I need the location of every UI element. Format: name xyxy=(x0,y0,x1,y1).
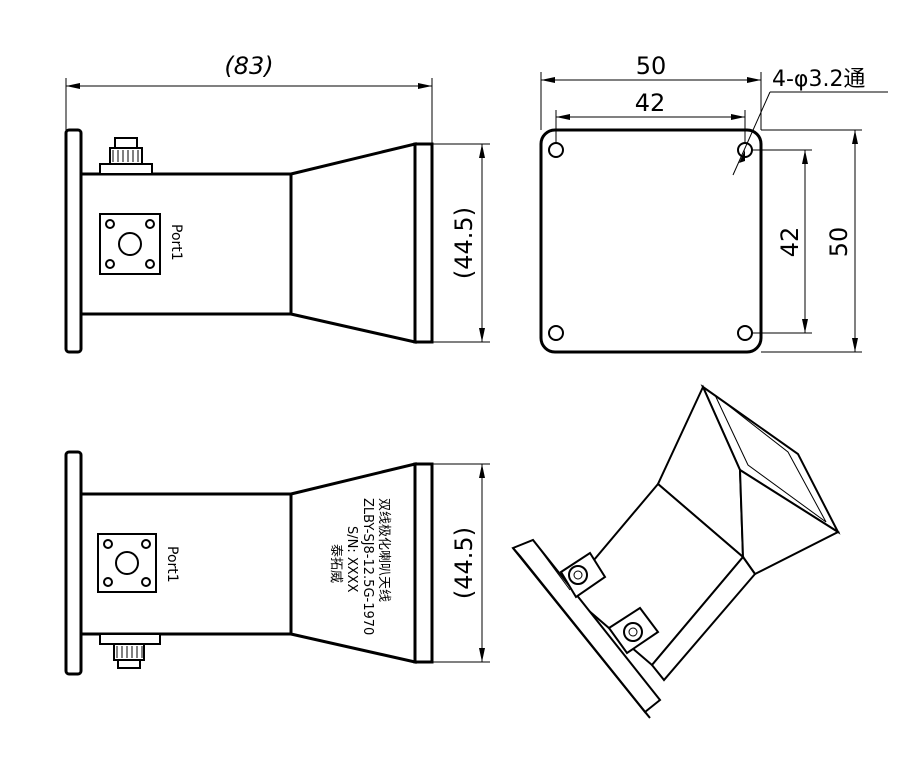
sma-connector-icon xyxy=(99,633,161,669)
sma-connector-icon xyxy=(99,137,153,175)
width-dimension: (83) xyxy=(224,52,273,80)
flange xyxy=(64,450,83,676)
waveguide-body xyxy=(79,492,293,636)
hole-spacing-height-dimension: 42 xyxy=(776,227,804,258)
nameplate-line4: 泰拓威 xyxy=(328,544,343,583)
outer-height-dimension: 50 xyxy=(825,227,853,258)
aperture-flange xyxy=(413,142,434,344)
horn-taper xyxy=(289,142,417,344)
isometric-view xyxy=(511,384,841,719)
nameplate-line3: S/N: XXXX xyxy=(344,526,359,593)
port-flange-icon xyxy=(97,533,157,593)
flange xyxy=(64,128,83,354)
port-label: Port1 xyxy=(168,224,184,261)
end-view: 50 42 4-φ3.2通 42 50 xyxy=(539,52,888,354)
nameplate-line2: ZLBY-SJ8-12.5G-1970 xyxy=(360,498,375,635)
hole-spacing-width-dimension: 42 xyxy=(635,89,666,117)
bottom-side-view: Port1 双线极化喇叭天线 ZLBY-SJ8-12.5G-1970 S/N: … xyxy=(64,450,490,676)
connector-icon xyxy=(607,606,660,655)
nameplate: 双线极化喇叭天线 ZLBY-SJ8-12.5G-1970 S/N: XXXX 泰… xyxy=(328,498,391,635)
hole-callout: 4-φ3.2通 xyxy=(772,67,865,92)
nameplate-line1: 双线极化喇叭天线 xyxy=(376,498,391,602)
connector-icon xyxy=(559,551,607,599)
aperture-flange xyxy=(413,462,434,664)
aperture-dimension: (44.5) xyxy=(450,207,478,279)
top-side-view: Port1 (83) (44.5) xyxy=(64,52,490,354)
port-label: Port1 xyxy=(164,546,180,583)
outer-width-dimension: 50 xyxy=(636,52,667,80)
port-flange-icon xyxy=(99,213,161,275)
end-plate xyxy=(539,128,763,354)
mounting-hole-icon xyxy=(548,325,564,341)
aperture-dimension: (44.5) xyxy=(450,527,478,599)
